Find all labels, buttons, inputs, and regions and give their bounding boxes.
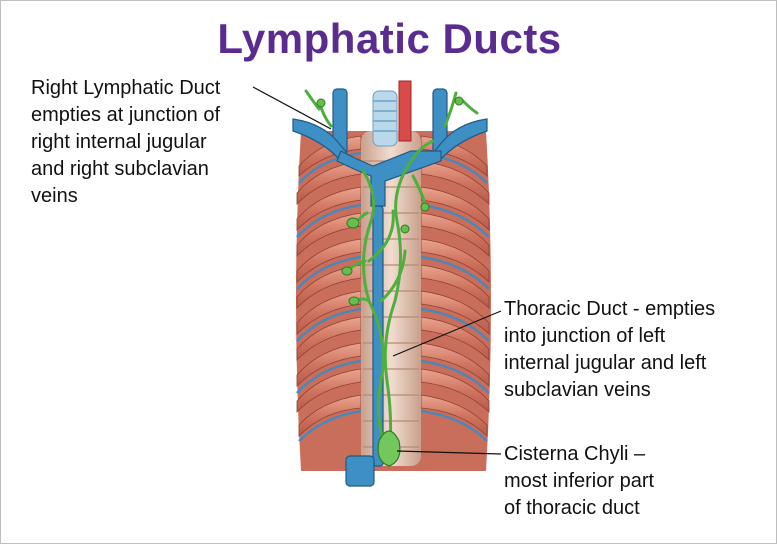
cisterna-chyli [378, 431, 400, 466]
right-lymphatic-duct-label: Right Lymphatic Duct empties at junction… [31, 75, 220, 210]
label-line: Thoracic Duct - empties [504, 296, 715, 323]
label-line: Right Lymphatic Duct [31, 75, 220, 102]
label-line: subclavian veins [504, 377, 715, 404]
label-line: veins [31, 183, 220, 210]
label-line: Cisterna Chyli – [504, 441, 654, 468]
diagram-title: Lymphatic Ducts [1, 15, 777, 63]
label-line: most inferior part [504, 468, 654, 495]
cisterna-chyli-label: Cisterna Chyli – most inferior part of t… [504, 441, 654, 522]
label-line: internal jugular and left [504, 350, 715, 377]
trachea [373, 91, 397, 146]
label-line: of thoracic duct [504, 495, 654, 522]
label-line: right internal jugular [31, 129, 220, 156]
label-line: empties at junction of [31, 102, 220, 129]
thoracic-duct-label: Thoracic Duct - empties into junction of… [504, 296, 715, 404]
artery [399, 81, 411, 141]
label-line: into junction of left [504, 323, 715, 350]
label-line: and right subclavian [31, 156, 220, 183]
